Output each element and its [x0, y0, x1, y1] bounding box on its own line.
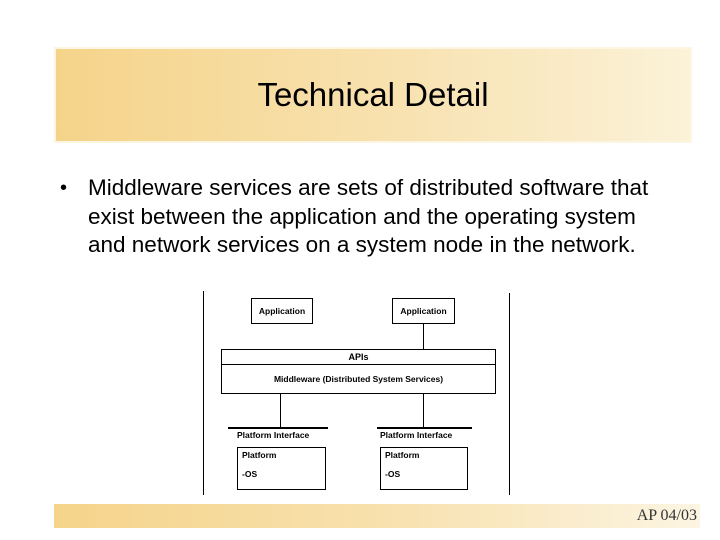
- platform-interface-label-left: Platform Interface: [237, 430, 310, 440]
- middleware-box: Middleware (Distributed System Services): [221, 364, 496, 394]
- platform-label-right: Platform: [385, 450, 420, 460]
- bullet-marker: •: [60, 177, 68, 199]
- platform-box-right: Platform -OS: [380, 447, 468, 490]
- os-label-left: -OS: [242, 469, 258, 479]
- platform-box-left: Platform -OS: [237, 447, 326, 490]
- middleware-label: Middleware (Distributed System Services): [273, 374, 444, 384]
- footer-banner: AP 04/03: [54, 504, 700, 528]
- application-label-right: Application: [400, 306, 447, 316]
- connector-middleware-to-platform-right: [423, 393, 424, 427]
- apis-box: APIs: [221, 349, 496, 365]
- platform-interface-rule-left: [228, 427, 328, 429]
- diagram-left-frame-line: [203, 291, 204, 495]
- platform-label-left: Platform: [242, 450, 277, 460]
- platform-interface-label-right: Platform Interface: [380, 430, 453, 440]
- slide-title: Technical Detail: [257, 76, 489, 113]
- platform-interface-rule-right: [377, 427, 472, 429]
- diagram-right-frame-line: [509, 293, 510, 495]
- connector-application-to-apis: [423, 324, 424, 349]
- bullet-paragraph: • Middleware services are sets of distri…: [60, 174, 670, 260]
- application-label-left: Application: [258, 306, 306, 316]
- bullet-text: Middleware services are sets of distribu…: [88, 175, 649, 257]
- title-banner: Technical Detail: [54, 47, 692, 143]
- application-box-left: Application: [251, 298, 313, 324]
- footer-slide-id: AP 04/03: [636, 507, 697, 524]
- apis-label: APIs: [348, 352, 369, 362]
- application-box-right: Application: [392, 298, 455, 324]
- connector-middleware-to-platform-left: [280, 393, 281, 427]
- middleware-architecture-diagram: Application Application APIs Middleware …: [203, 291, 511, 495]
- os-label-right: -OS: [385, 469, 401, 479]
